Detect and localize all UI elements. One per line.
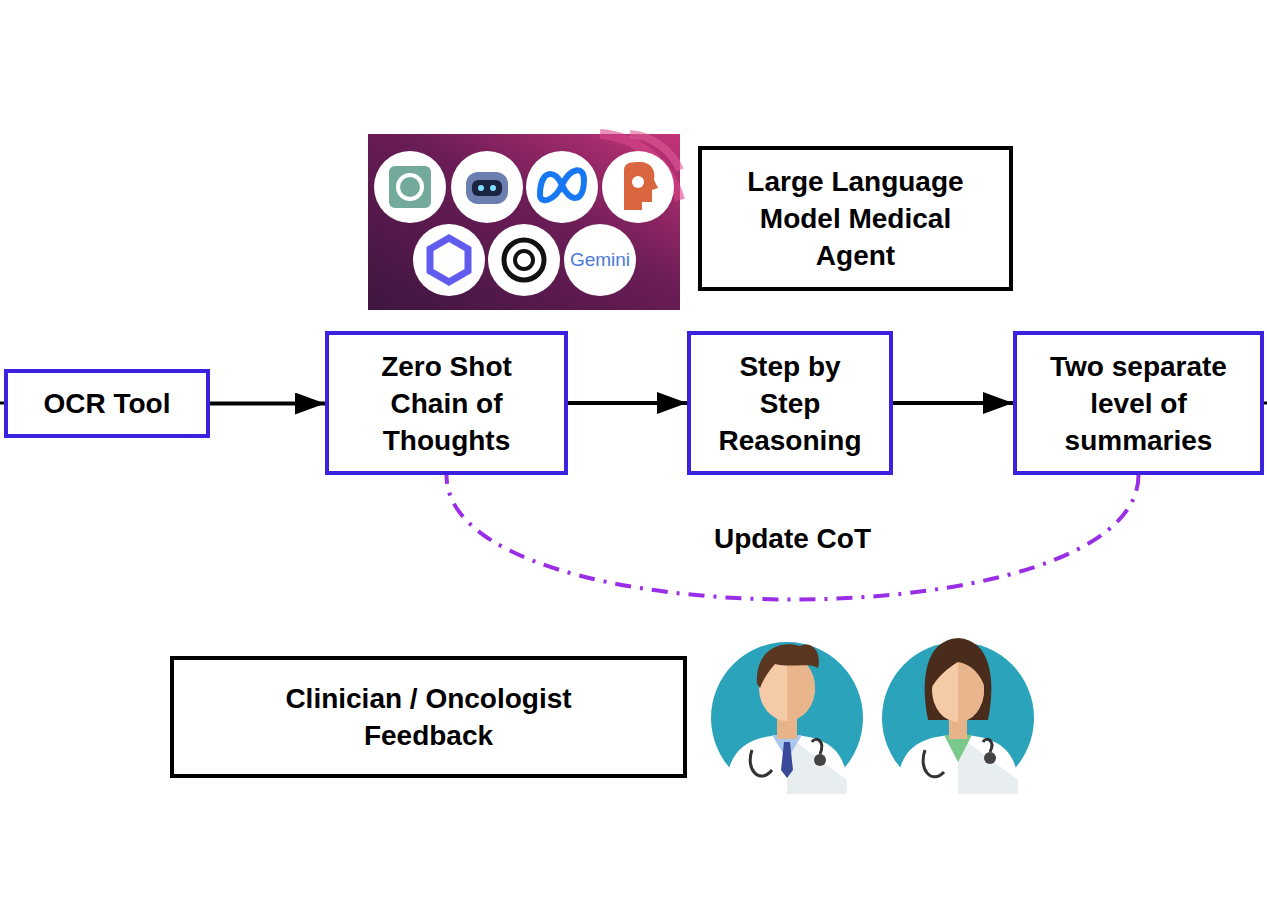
process-box: Step by Step Reasoning [687, 331, 893, 475]
node-text: Two separate level of summaries [1041, 348, 1236, 459]
feedback-box: Clinician / Oncologist Feedback [170, 656, 687, 778]
process-box: OCR Tool [4, 369, 210, 438]
flow-arrow [210, 402, 325, 406]
feedback-loop [447, 475, 1139, 600]
flow-arrow [568, 401, 687, 405]
logo-text: Gemini [570, 249, 630, 271]
process-box: Two separate level of summaries [1013, 331, 1264, 475]
node-text: Step by Step Reasoning [713, 348, 867, 459]
doctor-icon [711, 642, 863, 794]
node-text: OCR Tool [43, 385, 170, 422]
doctor-icon [882, 638, 1034, 794]
logo-tile [368, 134, 680, 310]
process-box: Zero Shot Chain of Thoughts [325, 331, 568, 475]
agent-box: Large Language Model Medical Agent [698, 146, 1013, 291]
node-text: Zero Shot Chain of Thoughts [359, 348, 534, 459]
flow-arrow [893, 401, 1013, 405]
node-text: Clinician / Oncologist Feedback [229, 680, 628, 754]
edge-label: Update CoT [714, 522, 871, 556]
node-text: Large Language Model Medical Agent [730, 163, 981, 274]
